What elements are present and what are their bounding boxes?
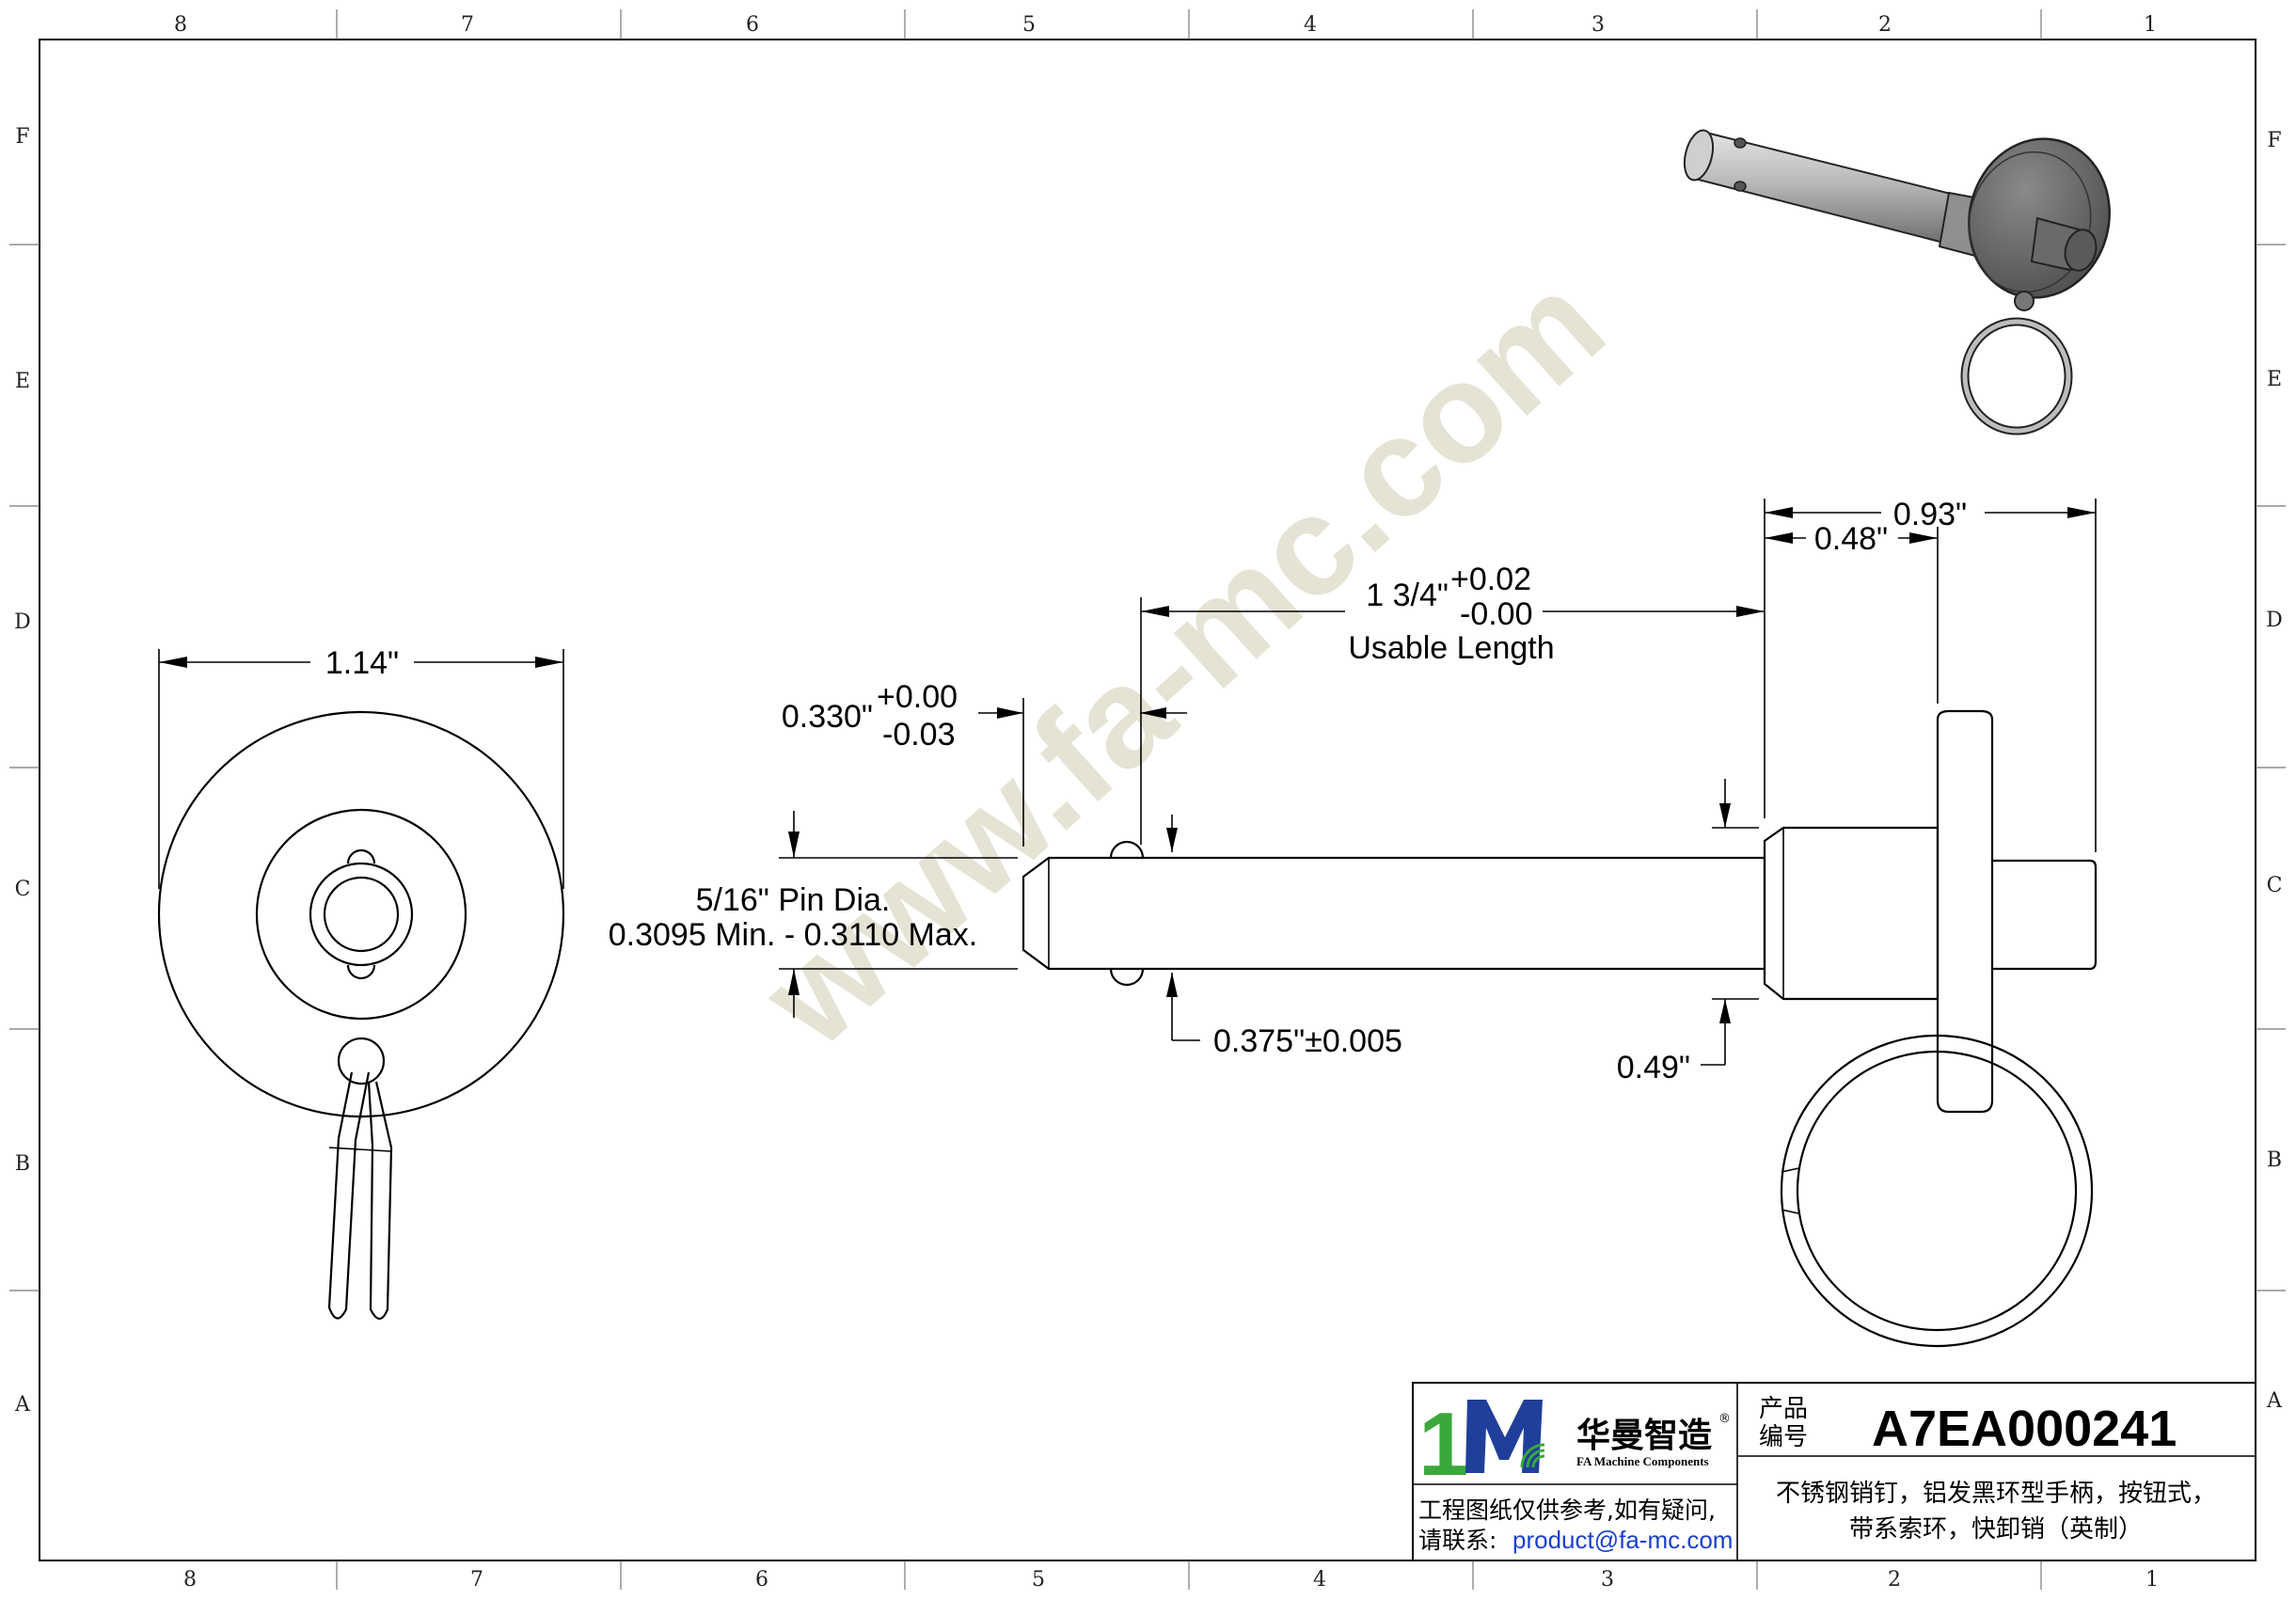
zone-col-label: 1 [2144,13,2157,37]
dim-text: +0.02 [1450,562,1531,597]
zone-labels-top: 8 7 6 5 4 3 2 1 [174,13,2157,37]
note-line-2-prefix: 请联系: [1418,1527,1496,1554]
dim-ball-offset: 0.375"±0.005 [1166,815,1402,1059]
zone-col-label: 4 [1304,13,1317,37]
dim-text: 1.14" [325,645,399,681]
contact-email[interactable]: product@fa-mc.com [1512,1526,1733,1554]
side-view [1021,709,2098,1348]
zone-col-label: 8 [183,1568,197,1592]
zone-row-label: C [2267,874,2283,897]
zone-labels-bottom: 8 7 6 5 4 3 2 1 [183,1568,2159,1592]
product-label-1: 产品 [1759,1395,1808,1423]
dim-groove-dia: 0.330" +0.00 -0.03 [782,679,1187,847]
zone-row-label: E [2267,368,2282,391]
zone-row-label: A [2266,1389,2283,1413]
zone-col-label: 8 [174,13,187,37]
dim-text: 1 3/4" [1366,578,1449,613]
dim-text: 0.330" [782,699,873,735]
dim-text: +0.00 [877,679,958,715]
zone-col-label: 5 [1022,13,1036,37]
zone-row-label: D [14,610,31,634]
dim-text: 0.93" [1893,497,1967,532]
zone-col-label: 5 [1032,1568,1045,1592]
title-block: 1 华曼智造 ® FA Machine Components 产品 编号 A7E… [1412,1382,2256,1561]
dim-text: 0.375"±0.005 [1213,1023,1402,1059]
logo-reg: ® [1718,1412,1731,1426]
zone-row-label: F [15,125,29,149]
dim-collar-dia: 0.49" [1617,779,1759,1085]
zone-row-label: F [2267,129,2281,152]
zone-col-label: 3 [1591,13,1605,37]
zone-col-label: 6 [755,1568,768,1592]
zone-row-label: B [15,1152,30,1176]
dim-text: 0.49" [1617,1050,1690,1085]
drawing-frame [39,39,2256,1561]
product-code: A7EA000241 [1872,1401,2177,1457]
zone-row-label: E [15,370,30,393]
note-line-1: 工程图纸仅供参考,如有疑问, [1418,1497,1716,1524]
logo-en: FA Machine Components [1576,1454,1709,1468]
zone-col-label: 1 [2146,1568,2159,1592]
zone-col-label: 4 [1313,1568,1326,1592]
product-label-2: 编号 [1759,1423,1808,1451]
dim-usable-length: 1 3/4" +0.02 -0.00 Usable Length [1140,499,1766,845]
isometric-view [1683,129,2111,436]
zone-col-label: 7 [470,1568,483,1592]
dim-text: -0.00 [1460,596,1533,632]
zone-row-label: A [14,1393,31,1417]
dim-text: 5/16" Pin Dia. [696,882,891,918]
logo-cn: 华曼智造 [1576,1417,1712,1455]
description-line-1: 不锈钢销钉，铝发黑环型手柄，按钮式， [1776,1480,2216,1508]
description-line-2: 带系索环，快卸销（英制） [1849,1515,2143,1544]
dim-handle: 0.48" 0.93" [1765,497,2097,852]
zone-col-label: 6 [746,13,759,37]
zone-row-label: C [15,878,31,901]
zone-labels-right: F E D C B A [2266,129,2283,1413]
dim-text: 0.48" [1814,521,1888,557]
company-logo: 1 华曼智造 ® FA Machine Components [1418,1394,1731,1495]
wifi-icon [1520,1443,1545,1468]
dim-text: -0.03 [882,717,956,752]
end-view [157,710,565,1321]
dim-overall-dia: 1.14" [158,645,564,889]
zone-col-label: 7 [461,13,474,37]
zone-col-label: 2 [1888,1568,1901,1592]
zone-col-label: 2 [1878,13,1892,37]
zone-col-label: 3 [1601,1568,1614,1592]
zone-row-label: D [2266,609,2283,632]
zone-row-label: B [2267,1149,2282,1172]
zone-labels-left: F E D C B A [14,125,31,1417]
dim-pin-dia: 5/16" Pin Dia. 0.3095 Min. - 0.3110 Max. [609,811,1018,1018]
dim-text: Usable Length [1348,630,1554,666]
dim-text: 0.3095 Min. - 0.3110 Max. [609,917,977,953]
logo-one-glyph: 1 [1418,1394,1468,1495]
zone-ticks [9,9,2286,1590]
logo-m-glyph [1465,1400,1543,1473]
